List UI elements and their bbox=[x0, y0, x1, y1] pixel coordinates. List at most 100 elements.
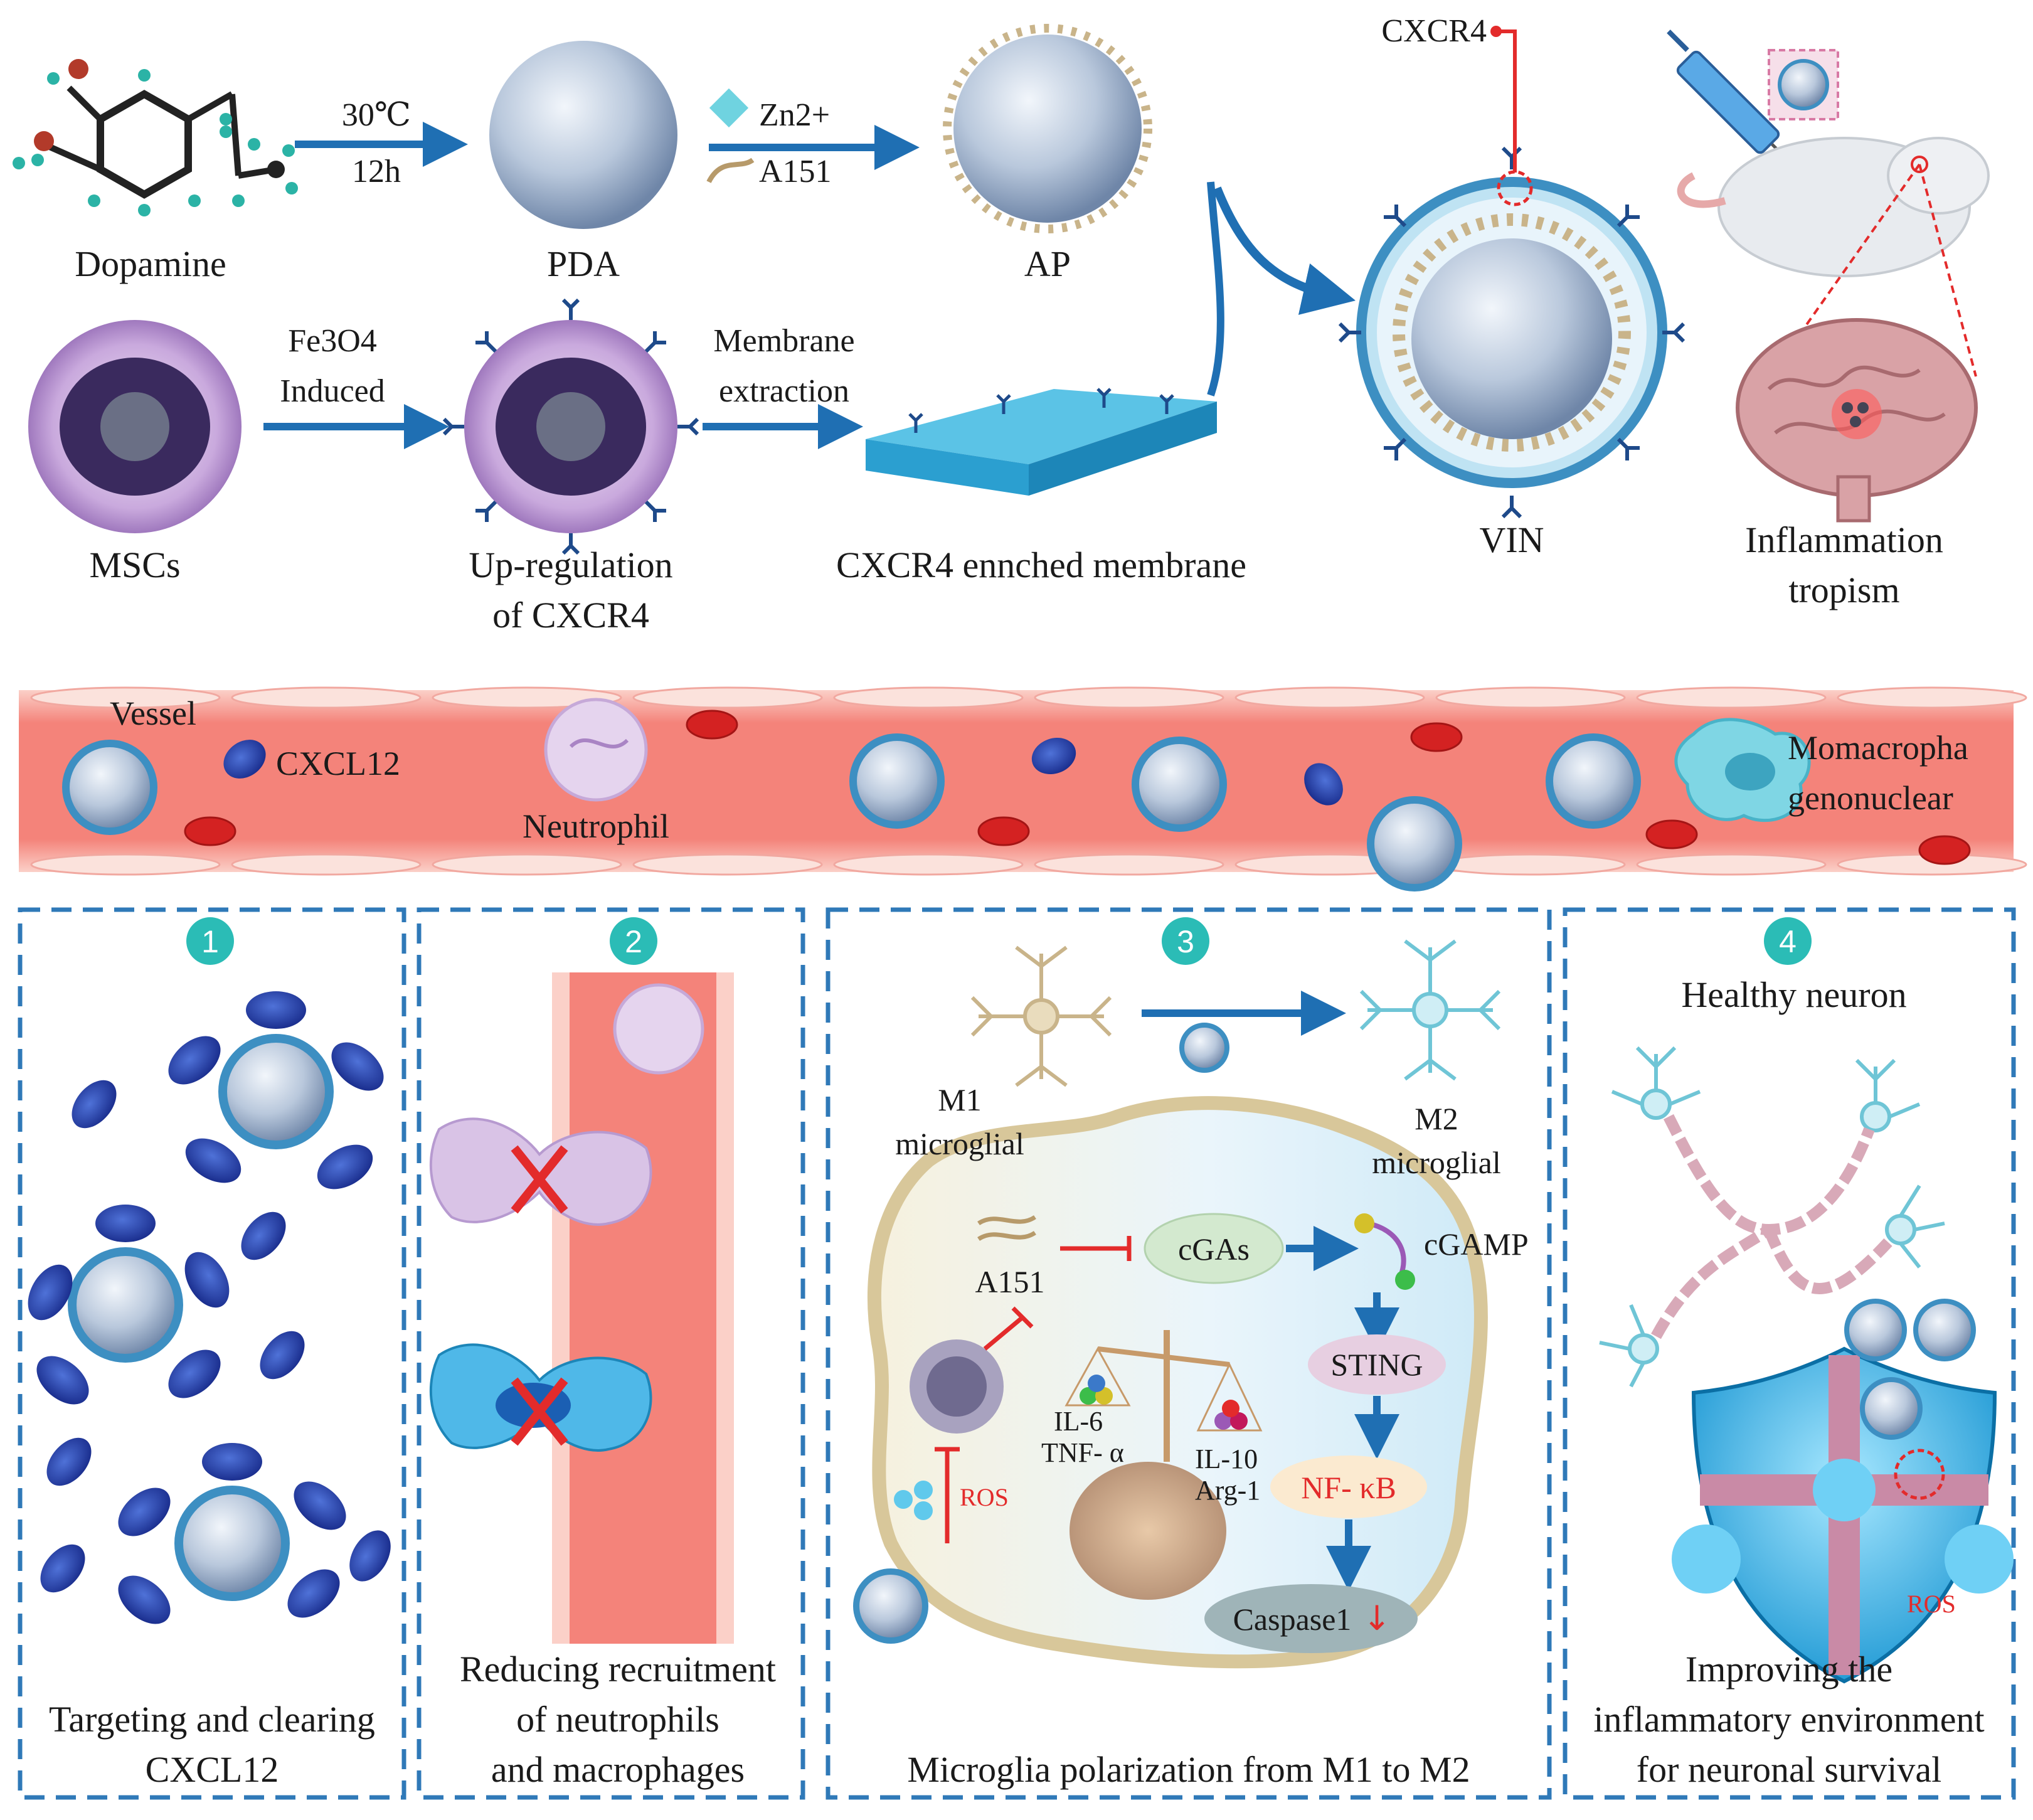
upregulated-msc-cell bbox=[442, 298, 699, 555]
panel-2-badge: 2 bbox=[610, 917, 657, 965]
membrane-extraction-label-2: extraction bbox=[719, 373, 849, 409]
inset-nanoparticle bbox=[1778, 59, 1829, 110]
m1-microglia-icon bbox=[970, 945, 1112, 1087]
ros-molecules-icon bbox=[894, 1481, 933, 1520]
nucleus-balance-icon bbox=[1064, 1330, 1263, 1600]
neutrophil-label: Neutrophil bbox=[523, 807, 669, 845]
panel-1-badge: 1 bbox=[186, 917, 234, 965]
macrophage-label-2: genonuclear bbox=[1788, 779, 1953, 817]
blocked-macrophage bbox=[429, 1343, 652, 1452]
mscs-label: MSCs bbox=[89, 545, 180, 585]
cgas-node bbox=[1144, 1213, 1284, 1284]
panel-3-caption: Microglia polarization from M1 to M2 bbox=[907, 1749, 1470, 1790]
macrophage-label-1: Momacropha bbox=[1788, 729, 1968, 767]
cxcr4-callout-line bbox=[1496, 29, 1517, 173]
arg1-label: Arg-1 bbox=[1195, 1475, 1260, 1506]
caspase-node bbox=[1204, 1584, 1418, 1653]
blocked-neutrophil bbox=[429, 1117, 652, 1226]
ap-nanoparticle bbox=[943, 24, 1152, 233]
a151-strands-icon bbox=[977, 1215, 1036, 1242]
zn-label: Zn2+ bbox=[759, 97, 830, 133]
panel-4-caption-1: Improving the bbox=[1685, 1649, 1892, 1690]
panel-2-caption-2: of neutrophils bbox=[516, 1699, 719, 1740]
inflammation-label-2: tropism bbox=[1788, 570, 1899, 610]
panel-4-frame bbox=[1563, 907, 2016, 1800]
panel-4-caption-3: for neuronal survival bbox=[1637, 1749, 1941, 1790]
panel-2-caption-3: and macrophages bbox=[491, 1749, 745, 1790]
panel-4-title: Healthy neuron bbox=[1681, 974, 1906, 1015]
m2-label-1: M2 bbox=[1415, 1101, 1458, 1136]
ros-inhibits-mito bbox=[935, 1447, 960, 1543]
upregulation-label-2: of CXCR4 bbox=[492, 595, 649, 636]
vessel-nanoparticles bbox=[62, 733, 1641, 891]
vin-nanoparticle bbox=[1338, 146, 1685, 519]
cxcr4-callout-dot bbox=[1490, 26, 1502, 37]
panel-1-cxcl12-blobs bbox=[28, 991, 391, 1624]
cxcl12-label: CXCL12 bbox=[276, 745, 400, 782]
condition-temperature: 30℃ bbox=[342, 97, 411, 133]
merge-arrow-head bbox=[1213, 186, 1356, 315]
panel-4-caption-2: inflammatory environment bbox=[1593, 1699, 1984, 1740]
myelinated-axons-icon bbox=[1651, 1114, 1892, 1339]
nfkb-label: NF- κB bbox=[1301, 1470, 1396, 1505]
a151-pathway-label: A151 bbox=[975, 1264, 1044, 1299]
membrane-extraction-label-1: Membrane bbox=[713, 323, 854, 359]
nfkb-node bbox=[1270, 1455, 1427, 1518]
caspase-label: Caspase1 bbox=[1233, 1602, 1352, 1637]
panel-4-ros-label: ROS bbox=[1907, 1590, 1956, 1618]
panel-1-caption-2: CXCL12 bbox=[146, 1749, 279, 1790]
panel-2-vessel bbox=[552, 972, 734, 1644]
il6-label: IL-6 bbox=[1054, 1406, 1103, 1437]
il10-label: IL-10 bbox=[1195, 1444, 1258, 1474]
ap-label: AP bbox=[1024, 243, 1071, 284]
m2-label-2: microglial bbox=[1372, 1145, 1501, 1180]
mouse-icon bbox=[1677, 137, 1990, 277]
panel-1-caption-1: Targeting and clearing bbox=[49, 1699, 375, 1740]
brain-icon bbox=[1736, 318, 1978, 523]
panel-1-number: 1 bbox=[201, 924, 219, 959]
fe3o4-label: Fe3O4 bbox=[288, 323, 377, 359]
red-blood-cells bbox=[184, 710, 1971, 865]
panel-4-nanoparticles bbox=[1844, 1299, 1976, 1440]
neutrophil-cell bbox=[544, 698, 648, 802]
induced-label: Induced bbox=[280, 373, 385, 409]
panel-1-frame bbox=[18, 907, 406, 1800]
a151-label-top: A151 bbox=[759, 154, 832, 189]
panel-3-number: 3 bbox=[1177, 924, 1194, 959]
vin-label: VIN bbox=[1479, 519, 1544, 560]
panel-2-caption-1: Reducing recruitment bbox=[460, 1649, 776, 1690]
panel-3-entering-nanoparticle bbox=[853, 1568, 928, 1644]
panel-4-badge: 4 bbox=[1764, 917, 1812, 965]
inflammation-label-1: Inflammation bbox=[1745, 519, 1943, 560]
cgamp-label: cGAMP bbox=[1424, 1227, 1529, 1262]
cxcr4-callout-label: CXCR4 bbox=[1381, 13, 1487, 49]
shield-icon bbox=[1672, 1346, 2014, 1684]
panel-2-number: 2 bbox=[625, 924, 642, 959]
damaged-mitochondria-icon bbox=[910, 1339, 1004, 1434]
panel-1-nanoparticles bbox=[68, 1034, 334, 1601]
m1-label-1: M1 bbox=[938, 1082, 981, 1117]
panel-2-frame bbox=[417, 907, 805, 1800]
msc-cell bbox=[28, 320, 242, 533]
dopamine-label: Dopamine bbox=[75, 243, 226, 284]
macrophage-cell bbox=[1674, 718, 1811, 822]
cxcr4-membrane-sheet bbox=[866, 388, 1217, 496]
healthy-neurons-icon bbox=[1599, 1046, 1945, 1388]
sting-label: STING bbox=[1330, 1347, 1423, 1382]
caspase-down-arrow: ↓ bbox=[1362, 1599, 1391, 1638]
cxcl12-blobs bbox=[223, 737, 1343, 806]
m2-microglia-icon bbox=[1359, 939, 1501, 1081]
tnf-label: TNF- α bbox=[1041, 1437, 1124, 1468]
sting-node bbox=[1308, 1334, 1446, 1395]
zoom-line-left bbox=[1786, 163, 1921, 353]
a151-inhibits-cgas bbox=[1060, 1236, 1132, 1261]
upregulation-label-1: Up-regulation bbox=[469, 545, 672, 585]
zoom-line-right bbox=[1918, 164, 1977, 377]
panel-3-ros-label: ROS bbox=[960, 1483, 1009, 1511]
merge-arrow bbox=[1207, 181, 1224, 396]
pda-sphere bbox=[489, 41, 677, 229]
zn-ion-icon bbox=[709, 88, 749, 128]
panel-3-transit-nanoparticle bbox=[1179, 1023, 1229, 1073]
a151-inhibits-mito bbox=[983, 1306, 1034, 1351]
